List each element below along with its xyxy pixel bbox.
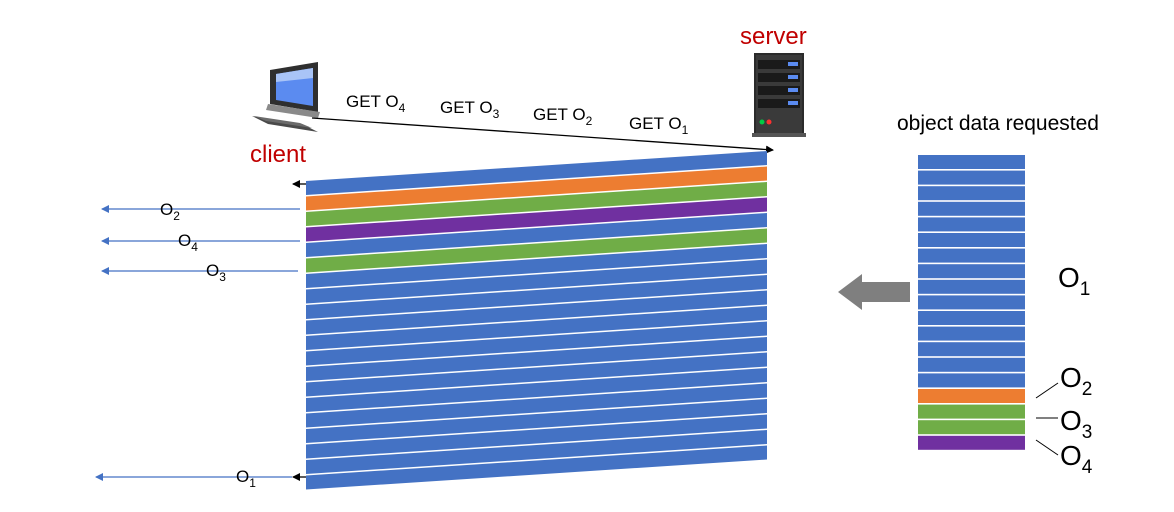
band-o1	[306, 259, 767, 304]
band-o1	[306, 275, 767, 319]
stack-block-o1	[918, 248, 1025, 263]
request-line	[311, 117, 774, 154]
server-icon	[752, 53, 806, 137]
stack-label-o2: O2	[1060, 362, 1092, 400]
stack-leader-o2	[1035, 382, 1059, 399]
stack-block-o1	[918, 279, 1025, 294]
band-o4	[306, 197, 767, 242]
stack-block-o1	[918, 201, 1025, 216]
get-request-label: GET O4	[346, 92, 406, 115]
stack-block-o1	[918, 170, 1025, 185]
arrival-label: O3	[206, 261, 226, 284]
band-o2	[306, 166, 767, 211]
arrival-label: O1	[236, 467, 256, 490]
stack-block-o1	[918, 311, 1025, 325]
server-label: server	[740, 23, 807, 50]
client-label: client	[250, 141, 306, 168]
stack-label-o4: O4	[1060, 440, 1093, 478]
big-left-arrow-icon	[838, 274, 910, 310]
band-o1	[306, 383, 767, 428]
arrival-label: O2	[160, 200, 180, 223]
stack-block-o1	[918, 155, 1025, 169]
band-o1	[306, 445, 767, 490]
band-o1	[306, 399, 767, 443]
band-o1	[306, 244, 767, 288]
band-o1	[306, 213, 767, 257]
object-stack	[918, 155, 1025, 450]
band-o1	[306, 337, 767, 381]
stack-block-o4	[918, 435, 1025, 450]
stack-label-o1: O1	[1058, 262, 1090, 300]
stack-block-o1	[918, 357, 1025, 372]
band-o1	[306, 430, 767, 474]
band-o1	[306, 321, 767, 366]
stack-block-o3	[918, 404, 1025, 419]
computer-icon	[252, 62, 320, 132]
stack-block-o3	[918, 420, 1025, 435]
band-o1	[306, 306, 767, 350]
stack-block-o1	[918, 373, 1025, 388]
band-o1	[306, 290, 767, 335]
stack-block-o1	[918, 217, 1025, 232]
stack-block-o1	[918, 233, 1025, 247]
stack-block-o1	[918, 186, 1025, 201]
stack-block-o2	[918, 389, 1025, 403]
stack-block-o1	[918, 326, 1025, 341]
band-o3	[306, 228, 767, 273]
get-request-label: GET O1	[629, 114, 689, 137]
stack-block-o1	[918, 295, 1025, 310]
stack-label-o3: O3	[1060, 405, 1092, 443]
get-request-label: GET O2	[533, 105, 593, 128]
get-request-label: GET O3	[440, 98, 500, 121]
band-o1	[306, 352, 767, 397]
stack-leader-o4	[1035, 439, 1059, 456]
arrival-label: O4	[178, 231, 198, 254]
object-data-title: object data requested	[897, 112, 1099, 135]
band-o1	[306, 368, 767, 412]
transmission-bands	[306, 151, 767, 490]
stack-block-o1	[918, 264, 1025, 279]
band-o1	[306, 151, 767, 195]
band-o3	[306, 182, 767, 226]
stack-block-o1	[918, 342, 1025, 357]
band-o1	[306, 414, 767, 459]
